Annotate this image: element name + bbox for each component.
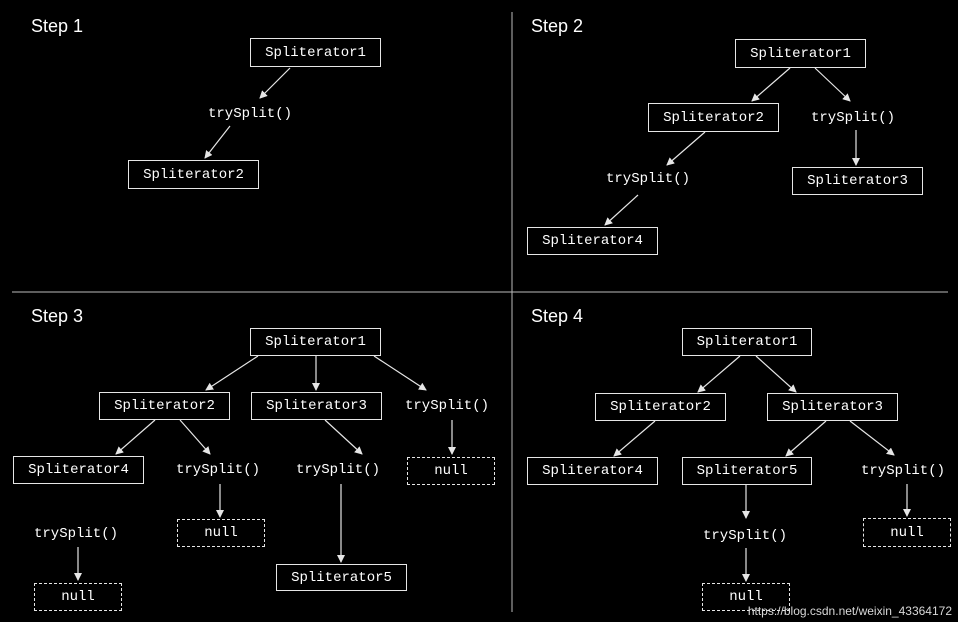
step3-spliterator3: Spliterator3: [251, 392, 382, 420]
step2-spliterator1: Spliterator1: [735, 39, 866, 68]
arrow: [613, 420, 656, 457]
step2-spliterator4: Spliterator4: [527, 227, 658, 255]
step4-trysplit-right: trySplit(): [861, 463, 946, 479]
step3-spliterator2: Spliterator2: [99, 392, 230, 420]
step4-spliterator1: Spliterator1: [682, 328, 812, 356]
step4-spliterator3: Spliterator3: [767, 393, 898, 421]
arrow: [115, 419, 156, 455]
arrow: [755, 355, 797, 393]
step2-trysplit-left: trySplit(): [606, 171, 691, 187]
arrow: [324, 419, 363, 455]
step3-spliterator5: Spliterator5: [276, 564, 407, 591]
step3-trysplit-right: trySplit(): [405, 398, 490, 414]
step3-spliterator4: Spliterator4: [13, 456, 144, 484]
step3-null-right: null: [407, 457, 495, 485]
arrow: [751, 67, 791, 102]
step-2-title: Step 2: [531, 16, 584, 36]
arrow: [373, 355, 427, 391]
arrow: [205, 355, 259, 391]
step4-trysplit-s5: trySplit(): [703, 528, 788, 544]
arrow: [666, 131, 706, 166]
arrow: [204, 125, 231, 159]
step2-trysplit-right: trySplit(): [811, 110, 896, 126]
step3-null-left: null: [34, 583, 122, 611]
step3-null-mid: null: [177, 519, 265, 547]
step4-spliterator4: Spliterator4: [527, 457, 658, 485]
step3-spliterator1: Spliterator1: [250, 328, 381, 356]
step3-trysplit-mid: trySplit(): [176, 462, 261, 478]
step4-spliterator5: Spliterator5: [682, 457, 812, 485]
step2-spliterator3: Spliterator3: [792, 167, 923, 195]
step1-spliterator2: Spliterator2: [128, 160, 259, 189]
arrow: [785, 420, 827, 457]
step-1-title: Step 1: [31, 16, 84, 36]
arrow: [259, 67, 291, 99]
arrow: [849, 420, 895, 456]
step3-trysplit-left: trySplit(): [34, 526, 119, 542]
arrow: [697, 355, 741, 393]
step4-null-right: null: [863, 518, 951, 547]
step2-spliterator2: Spliterator2: [648, 103, 779, 132]
step3-trysplit-s3: trySplit(): [296, 462, 381, 478]
arrow: [814, 67, 851, 102]
step4-null-left: null: [702, 583, 790, 611]
watermark-text: https://blog.csdn.net/weixin_43364172: [747, 604, 952, 618]
arrow: [179, 419, 211, 455]
arrow: [604, 194, 639, 226]
step1-spliterator1: Spliterator1: [250, 38, 381, 67]
step-3-title: Step 3: [31, 306, 84, 326]
step-4-title: Step 4: [531, 306, 584, 326]
step1-trysplit: trySplit(): [208, 106, 293, 122]
step4-spliterator2: Spliterator2: [595, 393, 726, 421]
